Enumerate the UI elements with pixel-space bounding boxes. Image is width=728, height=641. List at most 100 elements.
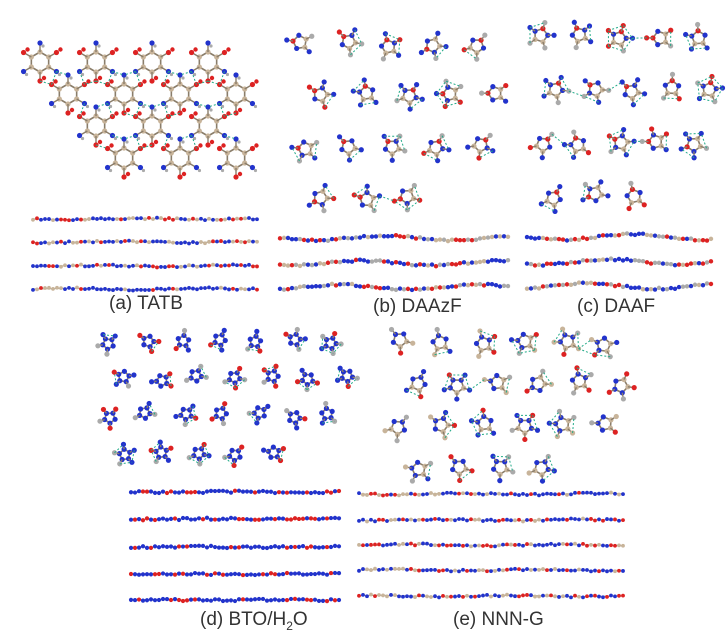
layer-atom [192, 517, 198, 522]
substituent-atom [588, 39, 594, 45]
layer-atom [597, 542, 601, 547]
layer-atom [485, 281, 491, 287]
layer-atom [156, 571, 162, 577]
layer-atom [357, 593, 361, 598]
hydrogen-bond [564, 144, 574, 158]
substituent-atom [411, 182, 417, 189]
nitro-oxygen [114, 47, 119, 52]
layer-atom [132, 490, 138, 495]
layer-atom [164, 596, 170, 602]
substituent-atom [476, 155, 482, 161]
nitro-oxygen [254, 79, 259, 84]
layer-atom [361, 567, 365, 571]
layer-atom [187, 263, 191, 268]
layer-atom [425, 594, 429, 599]
substituent-atom [322, 182, 328, 189]
substituent-atom [37, 40, 43, 46]
layer-atom [39, 217, 43, 222]
layer-atom [156, 545, 162, 550]
layer-atom [91, 240, 95, 245]
layer-atom [160, 489, 166, 494]
layer-atom [413, 568, 417, 573]
layer-atom [596, 233, 602, 239]
layer-atom [329, 259, 335, 264]
ring-atom [382, 146, 389, 152]
ring-atom [530, 376, 536, 382]
layer-atom [83, 287, 87, 292]
layer-atom [204, 572, 210, 577]
substituent-atom [149, 379, 155, 385]
layer-atom [465, 543, 469, 548]
substituent-atom [571, 19, 577, 25]
layer-atom [159, 286, 163, 291]
layer-atom [377, 567, 381, 572]
layer-atom [228, 598, 234, 603]
layer-atom [584, 281, 590, 286]
substituent-atom [149, 78, 155, 84]
layer-atom [357, 257, 363, 262]
layer-atom [152, 544, 158, 549]
layer-atom [220, 598, 226, 604]
layer-atom [191, 216, 195, 221]
layer-atom [91, 285, 95, 290]
layer-atom [328, 597, 334, 602]
hydrogen-bond [349, 149, 362, 161]
nitro-oxygen [237, 171, 243, 177]
layer-atom [621, 492, 625, 497]
layer-atom [320, 516, 326, 521]
substituent-atom [539, 155, 545, 161]
layer-atom [260, 517, 266, 522]
ring-atom [288, 340, 294, 346]
layer-atom [164, 517, 170, 522]
layer-atom [405, 233, 411, 239]
layer-atom [493, 234, 499, 239]
layer-atom [552, 261, 558, 267]
layer-atom [240, 544, 246, 549]
layer-atom [184, 598, 190, 603]
layer-atom [288, 596, 294, 602]
layer-atom [336, 516, 342, 521]
layer-atom [501, 234, 507, 239]
ring-atom [624, 193, 630, 199]
substituent-atom [273, 383, 279, 389]
layer-atom [573, 568, 577, 573]
layer-atom [111, 288, 115, 292]
ring-atom [520, 331, 526, 337]
layer-atom [616, 256, 622, 262]
layer-atom [381, 493, 385, 498]
layer-atom [389, 287, 395, 292]
hydrogen-bond [711, 76, 723, 89]
layer-atom [67, 264, 71, 269]
layer-atom [336, 597, 342, 603]
layer-atom [656, 285, 662, 291]
layer-atom [115, 217, 119, 221]
substituent-atom [526, 470, 532, 476]
layer-atom [119, 263, 123, 268]
layer-atom [609, 517, 613, 522]
amine-hydrogen [113, 72, 118, 77]
layer-atom [541, 543, 545, 548]
layer-atom [35, 241, 39, 246]
layer-atom [405, 542, 409, 547]
hydrogen-bond [608, 81, 623, 91]
layer-atom [276, 516, 282, 521]
layer-atom [167, 264, 171, 269]
layer-atom [337, 236, 343, 241]
layer-atom [429, 543, 433, 547]
amine-hydrogen [225, 72, 230, 77]
layer-atom [252, 572, 258, 578]
hydrogen-bond [324, 94, 335, 108]
ring-atom [198, 373, 204, 380]
ring-atom [551, 202, 557, 208]
layer-atom [83, 264, 87, 269]
layer-atom [255, 287, 259, 292]
ring-atom [214, 407, 220, 413]
layer-atom [532, 236, 538, 241]
substituent-atom [261, 447, 267, 453]
substituent-atom [185, 347, 191, 353]
ring-atom [194, 378, 200, 384]
substituent-atom [205, 40, 211, 46]
substituent-atom [265, 403, 271, 409]
layer-atom [47, 217, 51, 221]
nitro-oxygen [97, 139, 103, 145]
